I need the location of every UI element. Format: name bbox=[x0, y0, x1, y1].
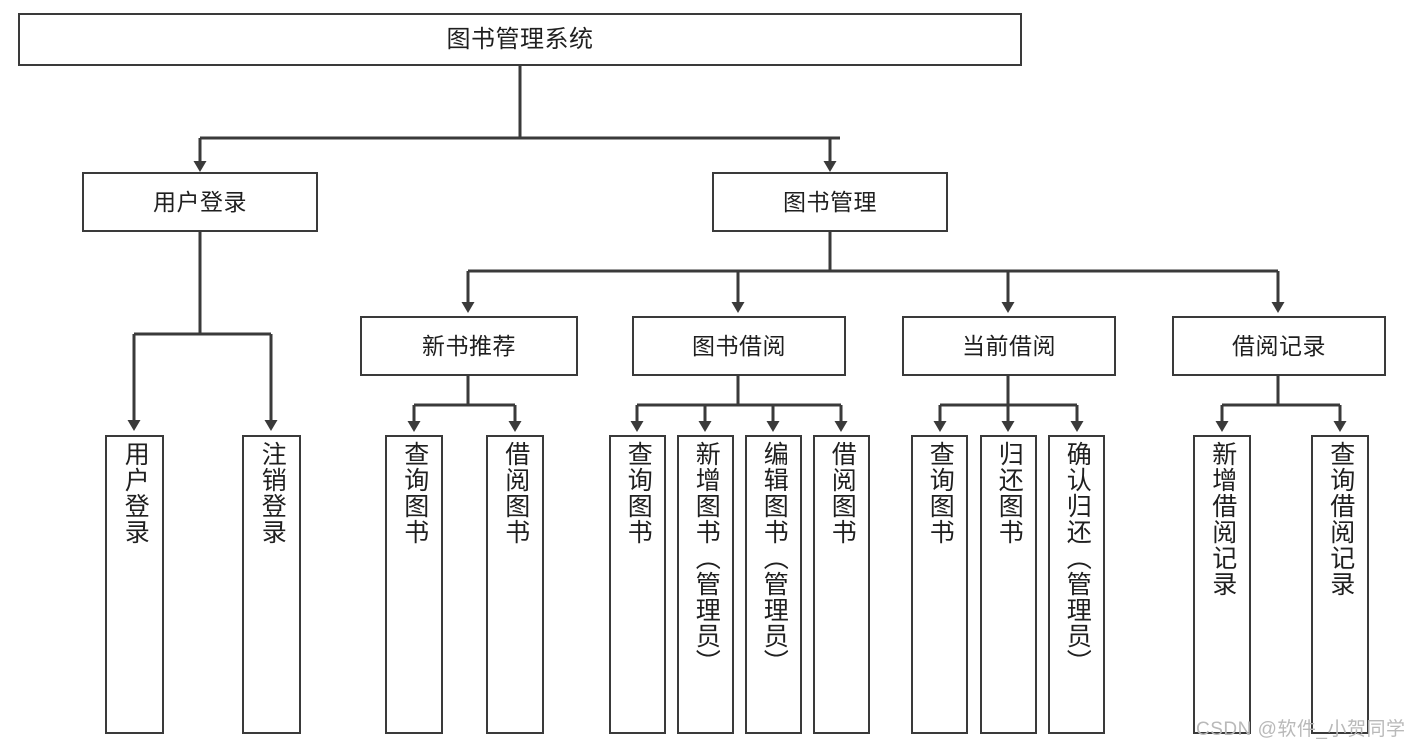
node-book-borrow[interactable]: 图书借阅 bbox=[632, 316, 846, 376]
node-leaf-query-book-a-label: 查询图书 bbox=[400, 441, 429, 545]
node-user-login-label: 用户登录 bbox=[153, 188, 247, 215]
node-leaf-add-book-label: 新增图书（管理员） bbox=[692, 441, 721, 675]
node-leaf-query-book-a[interactable]: 查询图书 bbox=[385, 435, 443, 734]
node-leaf-borrow-book-b-label: 借阅图书 bbox=[828, 441, 857, 545]
node-borrow-record-label: 借阅记录 bbox=[1232, 332, 1326, 359]
node-book-borrow-label: 图书借阅 bbox=[692, 332, 786, 359]
node-leaf-query-book-c[interactable]: 查询图书 bbox=[911, 435, 968, 734]
node-leaf-query-book-b-label: 查询图书 bbox=[624, 441, 653, 545]
node-leaf-query-record[interactable]: 查询借阅记录 bbox=[1311, 435, 1369, 734]
node-root-label: 图书管理系统 bbox=[446, 25, 594, 53]
node-leaf-borrow-book-b[interactable]: 借阅图书 bbox=[813, 435, 870, 734]
node-leaf-edit-book-label: 编辑图书（管理员） bbox=[760, 441, 789, 675]
node-current-borrow[interactable]: 当前借阅 bbox=[902, 316, 1116, 376]
node-leaf-confirm-return-label: 确认归还（管理员） bbox=[1063, 441, 1092, 675]
node-leaf-query-book-c-label: 查询图书 bbox=[926, 441, 955, 545]
node-leaf-confirm-return[interactable]: 确认归还（管理员） bbox=[1048, 435, 1105, 734]
node-leaf-user-login-label: 用户登录 bbox=[121, 441, 150, 545]
node-leaf-logout-label: 注销登录 bbox=[258, 441, 287, 545]
node-new-book-rec[interactable]: 新书推荐 bbox=[360, 316, 578, 376]
node-leaf-query-record-label: 查询借阅记录 bbox=[1326, 441, 1355, 597]
node-leaf-logout[interactable]: 注销登录 bbox=[242, 435, 301, 734]
node-leaf-edit-book[interactable]: 编辑图书（管理员） bbox=[745, 435, 802, 734]
node-leaf-query-book-b[interactable]: 查询图书 bbox=[609, 435, 666, 734]
node-book-manage[interactable]: 图书管理 bbox=[712, 172, 948, 232]
node-new-book-rec-label: 新书推荐 bbox=[422, 332, 516, 359]
node-borrow-record[interactable]: 借阅记录 bbox=[1172, 316, 1386, 376]
node-root[interactable]: 图书管理系统 bbox=[18, 13, 1022, 66]
watermark: CSDN @软件_小贺同学 bbox=[1196, 719, 1405, 740]
node-current-borrow-label: 当前借阅 bbox=[962, 332, 1056, 359]
node-leaf-return-book[interactable]: 归还图书 bbox=[980, 435, 1037, 734]
node-leaf-return-book-label: 归还图书 bbox=[995, 441, 1024, 545]
node-book-manage-label: 图书管理 bbox=[783, 188, 877, 215]
node-leaf-add-record-label: 新增借阅记录 bbox=[1208, 441, 1237, 597]
node-leaf-borrow-book-a-label: 借阅图书 bbox=[501, 441, 530, 545]
node-leaf-add-book[interactable]: 新增图书（管理员） bbox=[677, 435, 734, 734]
node-user-login[interactable]: 用户登录 bbox=[82, 172, 318, 232]
node-leaf-borrow-book-a[interactable]: 借阅图书 bbox=[486, 435, 544, 734]
node-leaf-user-login[interactable]: 用户登录 bbox=[105, 435, 164, 734]
node-leaf-add-record[interactable]: 新增借阅记录 bbox=[1193, 435, 1251, 734]
